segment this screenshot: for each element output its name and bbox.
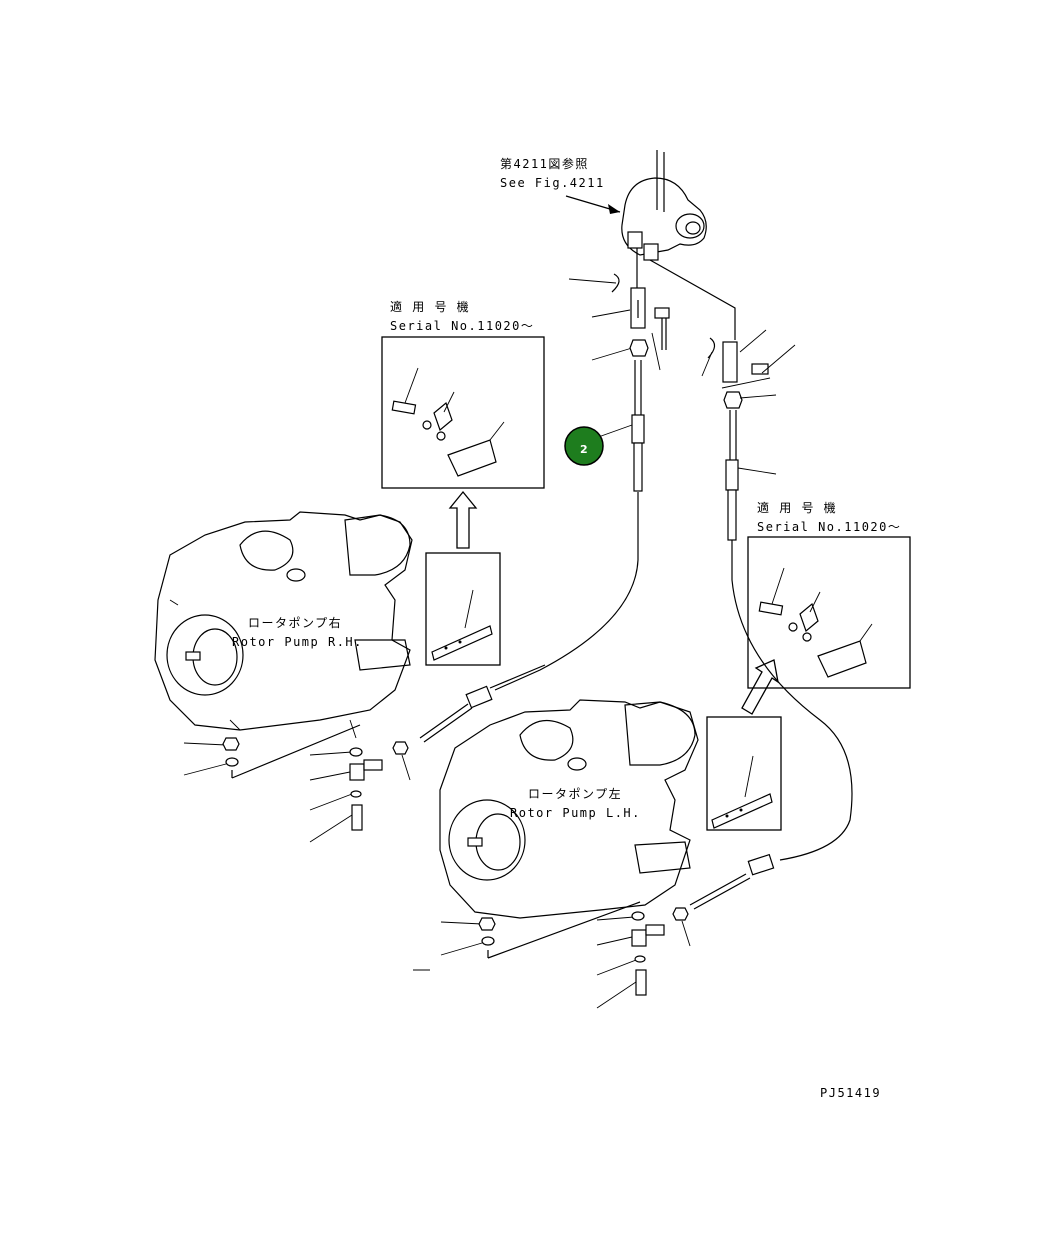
serial-note-1-jp: 適 用 号 機 — [390, 299, 470, 314]
serial-note-1-en: Serial No.11020～ — [390, 319, 534, 333]
drawing-id: PJ51419 — [820, 1086, 881, 1100]
serial-note-1: 適 用 号 機 Serial No.11020～ — [381, 299, 545, 489]
up-arrow-2 — [741, 659, 779, 715]
pump-rh-label-jp: ロータポンプ右 — [248, 615, 342, 630]
callout-circle[interactable] — [564, 426, 604, 466]
see-fig-label-jp: 第4211図参照 — [500, 156, 589, 171]
pump-lh-label-en: Rotor Pump L.H. — [510, 806, 641, 820]
lh-hardware — [413, 907, 691, 1009]
control-cable-left — [419, 273, 670, 743]
bracket-box-1 — [425, 552, 501, 666]
pump-lh-label-jp: ロータポンプ左 — [528, 786, 622, 801]
rotor-pump-lh — [439, 699, 699, 959]
callout-2[interactable]: 2 — [564, 426, 604, 466]
rh-hardware — [183, 737, 411, 843]
control-cable-right — [689, 329, 853, 910]
serial-note-2-en: Serial No.11020～ — [757, 520, 901, 534]
callout-number: 2 — [580, 443, 588, 456]
pump-rh-label-en: Rotor Pump R.H. — [232, 635, 363, 649]
up-arrow-1 — [448, 490, 478, 549]
rotor-pump-rh — [154, 511, 413, 779]
control-lever-assembly: 第4211図参照 See Fig.4211 — [500, 150, 736, 340]
see-fig-label-en: See Fig.4211 — [500, 176, 605, 190]
serial-note-2: 適 用 号 機 Serial No.11020～ — [747, 500, 911, 689]
bracket-box-2 — [706, 716, 782, 831]
serial-note-2-jp: 適 用 号 機 — [757, 500, 837, 515]
